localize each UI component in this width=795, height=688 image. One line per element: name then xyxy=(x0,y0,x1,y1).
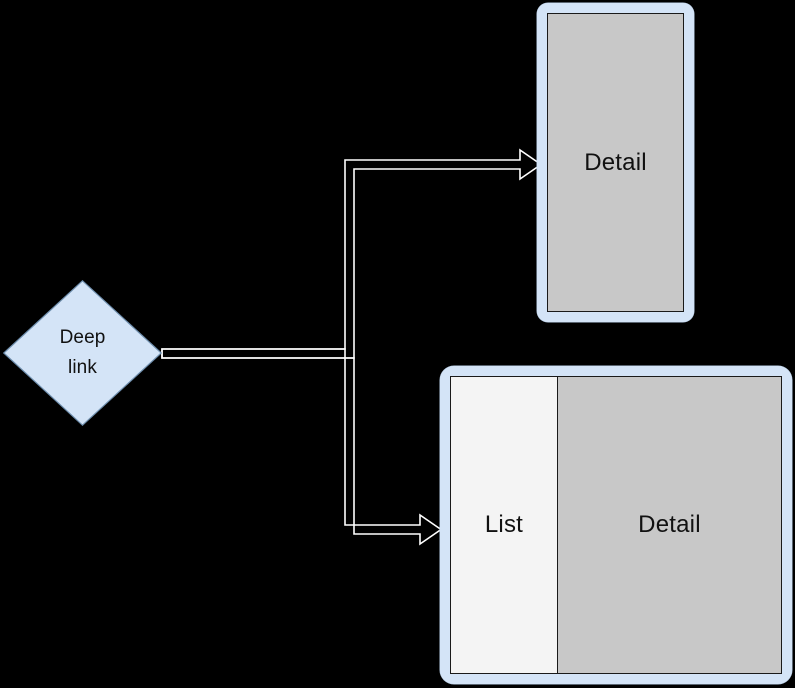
tablet-pane-list[interactable]: List xyxy=(451,377,558,673)
node-tablet-list-detail[interactable]: List Detail xyxy=(440,366,792,684)
tablet-screen: List Detail xyxy=(450,376,782,674)
tablet-list-label: List xyxy=(484,511,524,538)
phone-detail-label: Detail xyxy=(584,148,647,176)
phone-pane-detail[interactable]: Detail xyxy=(548,14,683,311)
diamond-shape xyxy=(3,280,162,426)
tablet-pane-detail[interactable]: Detail xyxy=(557,377,781,673)
phone-screen: Detail xyxy=(547,13,684,312)
edge-deep-link-to-phone xyxy=(161,148,543,359)
node-deep-link[interactable]: Deep link xyxy=(3,280,162,426)
edge-deep-link-to-tablet xyxy=(161,348,443,546)
node-phone-detail[interactable]: Detail xyxy=(537,3,694,322)
tablet-detail-label: Detail xyxy=(638,511,701,538)
